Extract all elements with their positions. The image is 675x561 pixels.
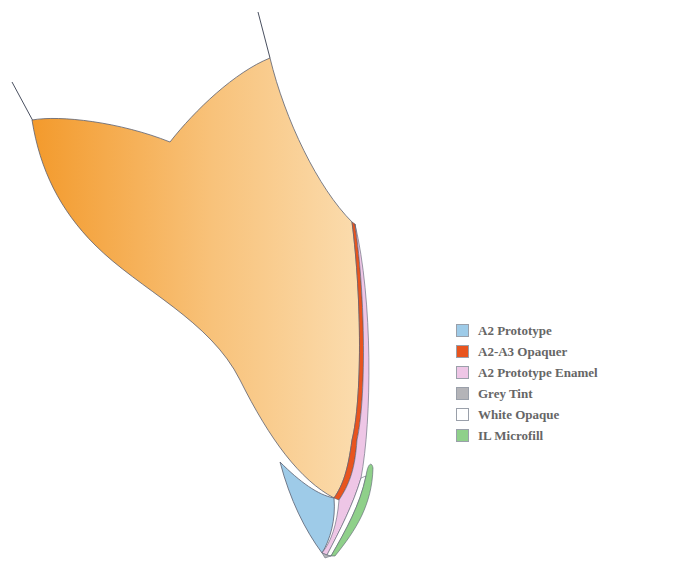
legend-text: A2 Prototype — [478, 323, 552, 339]
legend-item: Grey Tint — [456, 383, 598, 404]
legend-text: Grey Tint — [478, 386, 533, 402]
legend-text: IL Microfill — [478, 428, 543, 444]
legend-swatch — [456, 345, 469, 358]
legend-swatch — [456, 408, 469, 421]
legend-item: A2 Prototype — [456, 320, 598, 341]
legend-item: A2 Prototype Enamel — [456, 362, 598, 383]
legend-swatch — [456, 324, 469, 337]
legend-swatch — [456, 366, 469, 379]
root-line — [258, 12, 270, 58]
legend-swatch — [456, 387, 469, 400]
legend-item: White Opaque — [456, 404, 598, 425]
legend-text: A2-A3 Opaquer — [478, 344, 567, 360]
grey-tint-layer — [322, 553, 331, 558]
prototype-layer — [280, 462, 334, 553]
legend-text: White Opaque — [478, 407, 559, 423]
legend-swatch — [456, 429, 469, 442]
legend-item: A2-A3 Opaquer — [456, 341, 598, 362]
dentin-core — [32, 58, 360, 498]
legend-item: IL Microfill — [456, 425, 598, 446]
legend: A2 PrototypeA2-A3 Opaquer A2 Prototype En… — [456, 320, 598, 446]
root-line — [12, 82, 33, 121]
microfill-layer — [331, 464, 373, 556]
legend-text: A2 Prototype Enamel — [478, 365, 598, 381]
